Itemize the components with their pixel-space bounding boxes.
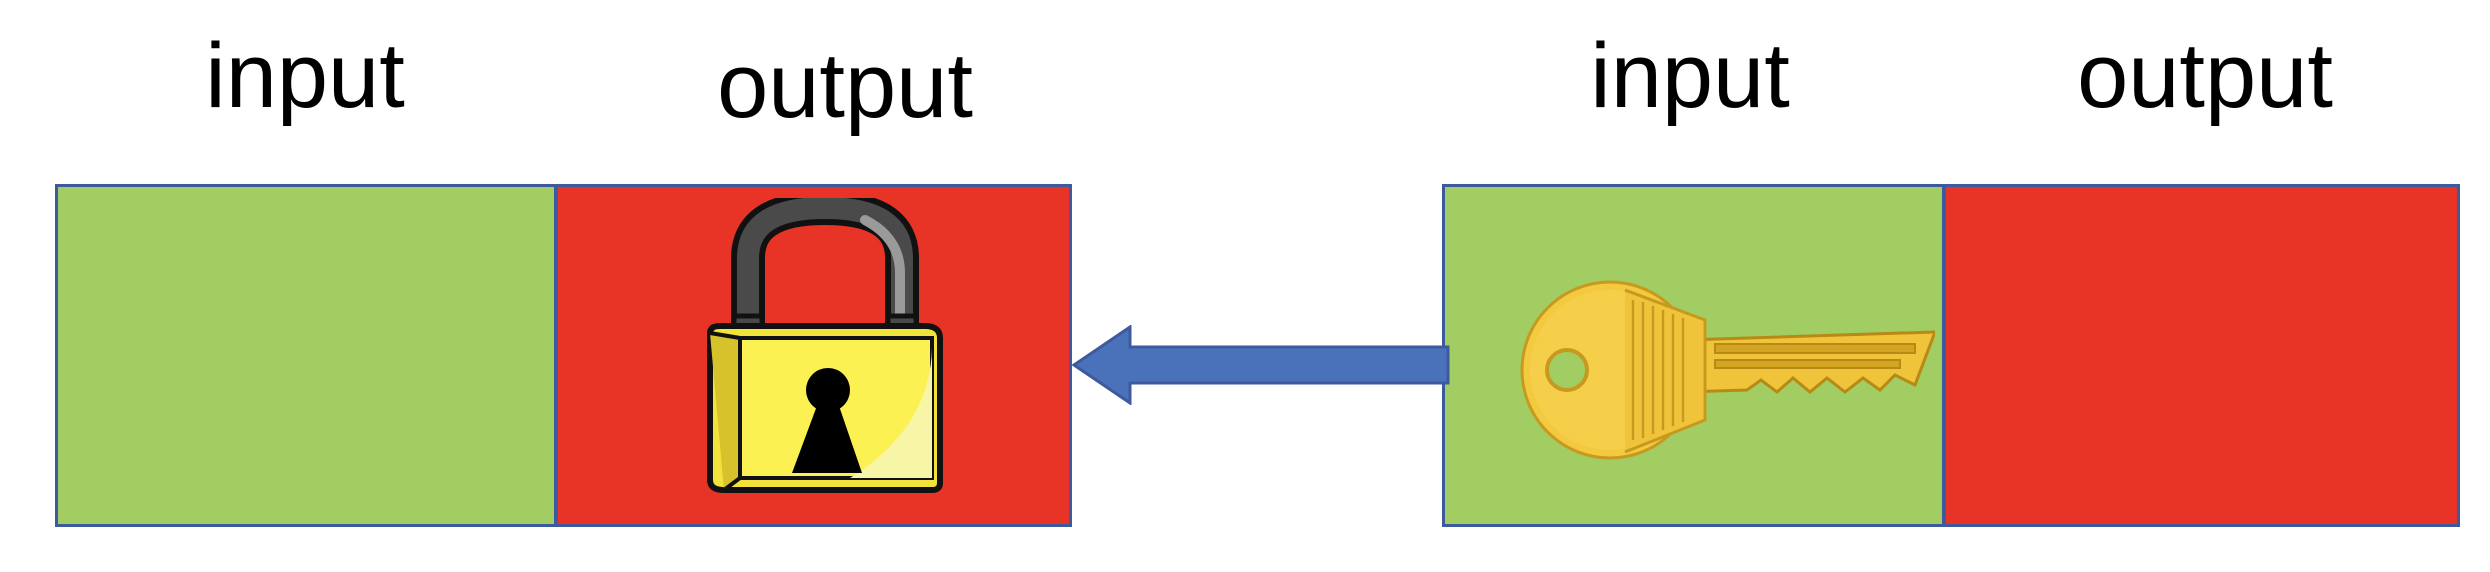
right-output-label: output — [2077, 25, 2333, 127]
arrow-left-icon — [1071, 325, 1450, 405]
left-input-label: input — [205, 25, 405, 127]
right-input-label: input — [1590, 25, 1790, 127]
key-icon — [1520, 280, 1935, 460]
left-output-label: output — [717, 35, 973, 137]
padlock-icon — [707, 198, 943, 493]
right-output-block — [1943, 184, 2460, 527]
left-input-block — [55, 184, 557, 527]
